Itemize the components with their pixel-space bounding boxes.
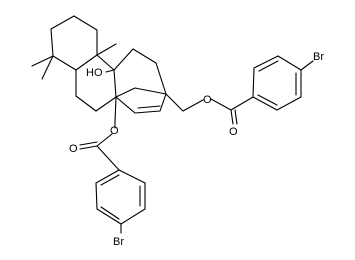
ester-carbonyl-oxygen-right: O	[229, 126, 238, 138]
ester-carbonyl-oxygen-left: O	[69, 143, 78, 155]
bromine-right-label: Br	[313, 51, 324, 63]
bond-lines	[31, 15, 314, 234]
hydroxyl-label: HO	[86, 67, 103, 79]
atom-labels: HO O O Br O O Br	[69, 51, 324, 248]
bromine-bottom-label: Br	[113, 236, 124, 248]
ester-ether-oxygen-right: O	[203, 94, 212, 106]
ester-ether-oxygen-left: O	[110, 125, 119, 137]
